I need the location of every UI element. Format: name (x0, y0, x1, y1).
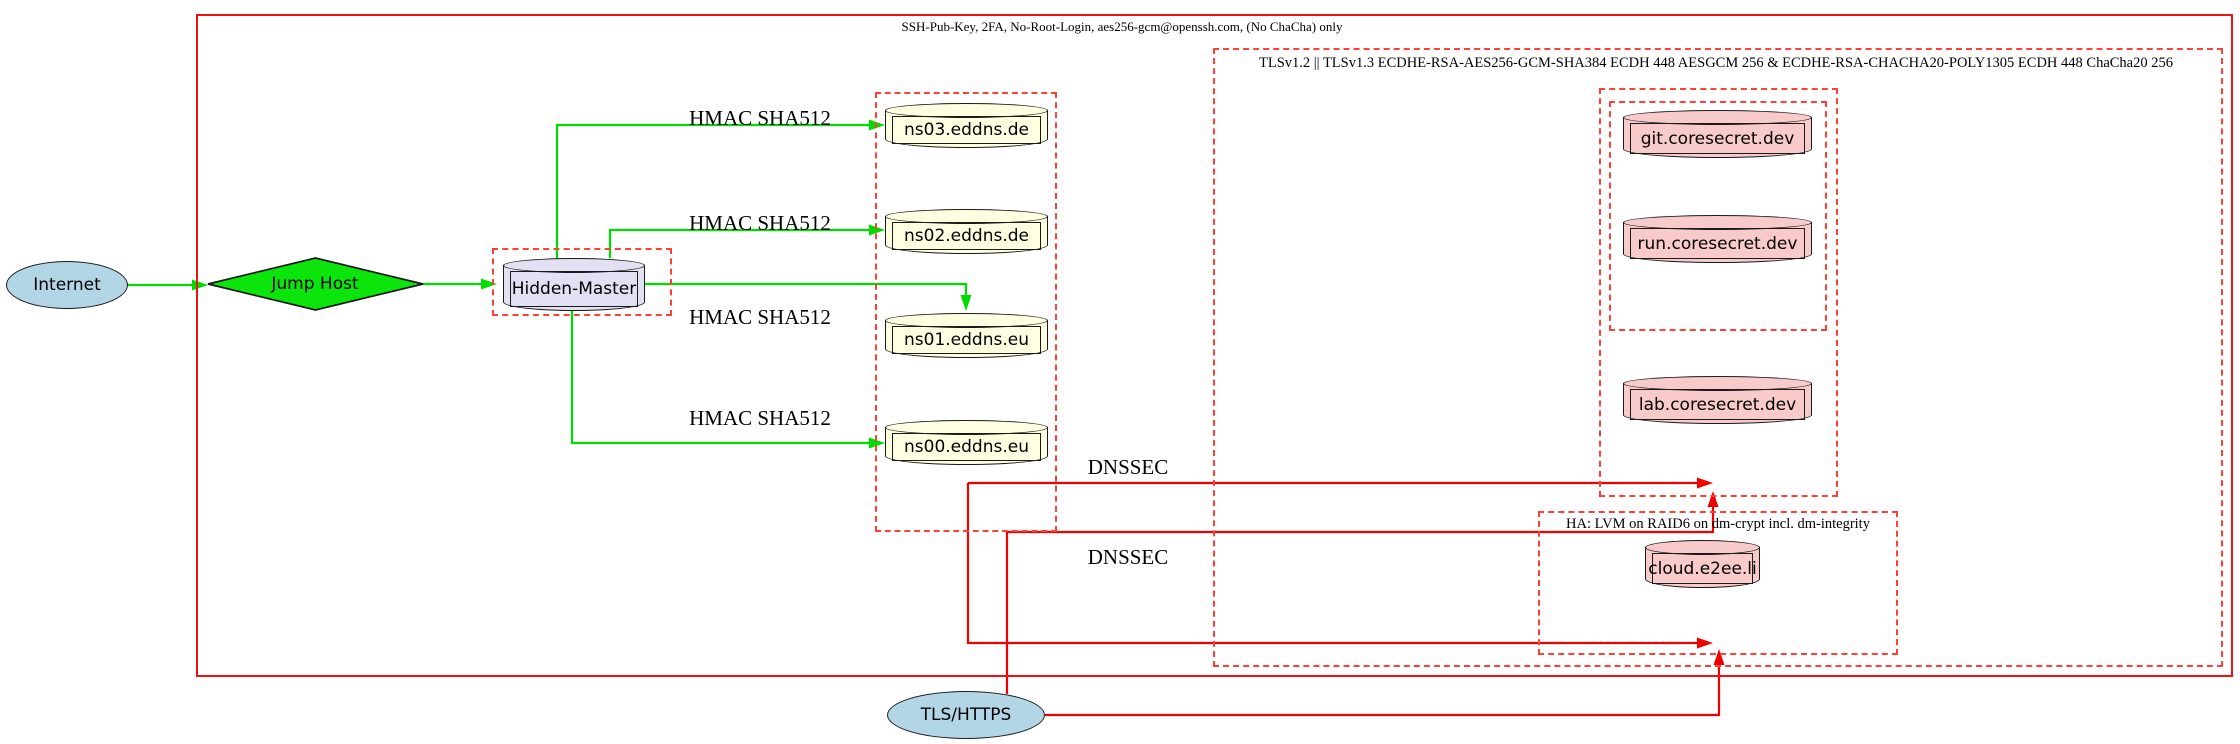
arrowhead-dnssec-coresecret (1697, 477, 1713, 489)
edge-tls-ha (1045, 665, 1721, 717)
ns03-label: ns03.eddns.de (892, 116, 1041, 144)
edge-label-hmac-ns02: HMAC SHA512 (689, 211, 831, 235)
internet-node: Internet (6, 261, 128, 309)
cloud-node: cloud.e2ee.li (1645, 540, 1760, 588)
ns02-label: ns02.eddns.de (892, 222, 1041, 250)
hidden-master-cluster-box (492, 248, 672, 316)
arrowhead-tls-ha (1713, 649, 1725, 665)
edge-dnssec-ha (966, 483, 1697, 645)
cylinder-cap (1623, 376, 1812, 391)
edge-label-hmac-ns00: HMAC SHA512 (689, 406, 831, 430)
edge-hm-ns03 (555, 123, 869, 260)
edge-tls-coresecret (1005, 507, 1715, 694)
git-node: git.coresecret.dev (1623, 110, 1812, 158)
run-node: run.coresecret.dev (1623, 215, 1812, 263)
git-label: git.coresecret.dev (1630, 123, 1805, 154)
nameserver-cluster-box (875, 92, 1057, 532)
arrowhead-ns01 (960, 295, 972, 311)
arrowhead-ns00 (869, 437, 885, 449)
edge-hm-ns00 (570, 311, 869, 445)
coresecret-cluster-box (1599, 88, 1838, 497)
cylinder-cap (1645, 540, 1760, 555)
ns00-label: ns00.eddns.eu (892, 433, 1041, 461)
jump-host-diamond (207, 257, 424, 311)
arrowhead-tls-coresecret (1707, 491, 1719, 507)
cylinder-cap (1623, 110, 1812, 125)
edge-label-hmac-ns03: HMAC SHA512 (689, 106, 831, 130)
cloud-label: cloud.e2ee.li (1648, 553, 1757, 584)
cylinder-cap (885, 209, 1048, 224)
tls-cluster-box (1213, 48, 2223, 667)
internet-label: Internet (33, 275, 101, 295)
cylinder-cap (885, 313, 1048, 328)
edge-hm-ns01 (645, 282, 968, 295)
arrowhead-ns03 (869, 119, 885, 131)
ha-cluster-label: HA: LVM on RAID6 on dm-crypt incl. dm-in… (1566, 516, 1870, 532)
arrowhead-hiddenmaster (481, 278, 497, 290)
ns00-node: ns00.eddns.eu (885, 420, 1048, 465)
ns01-node: ns01.eddns.eu (885, 313, 1048, 358)
jump-host-label: Jump Host (271, 274, 359, 294)
arrowhead-dnssec-ha (1697, 637, 1713, 649)
run-label: run.coresecret.dev (1630, 228, 1805, 259)
ns01-label: ns01.eddns.eu (892, 326, 1041, 354)
coresecret-inner-cluster-box (1609, 101, 1827, 331)
cylinder-cap (885, 420, 1048, 435)
ssh-cluster-label: SSH-Pub-Key, 2FA, No-Root-Login, aes256-… (901, 19, 1343, 34)
lab-label: lab.coresecret.dev (1630, 389, 1805, 420)
tls-cluster-label: TLSv1.2 || TLSv1.3 ECDHE-RSA-AES256-GCM-… (1259, 55, 2173, 71)
hidden-master-label: Hidden-Master (510, 271, 638, 307)
ssh-cluster-box (196, 14, 2233, 677)
hidden-master-node: Hidden-Master (503, 258, 645, 311)
cylinder-cap (885, 103, 1048, 118)
cylinder-cap (1623, 215, 1812, 230)
ns02-node: ns02.eddns.de (885, 209, 1048, 254)
edge-label-dnssec-2: DNSSEC (1087, 545, 1169, 569)
ns03-node: ns03.eddns.de (885, 103, 1048, 148)
edge-label-hmac-ns01: HMAC SHA512 (689, 305, 831, 329)
arrowhead-ns02 (869, 224, 885, 236)
edge-label-dnssec-1: DNSSEC (1087, 455, 1169, 479)
ha-cluster-box (1538, 511, 1898, 655)
cylinder-cap (503, 258, 645, 273)
tls-https-node: TLS/HTTPS (887, 691, 1045, 739)
lab-node: lab.coresecret.dev (1623, 376, 1812, 424)
tls-https-label: TLS/HTTPS (920, 705, 1012, 725)
